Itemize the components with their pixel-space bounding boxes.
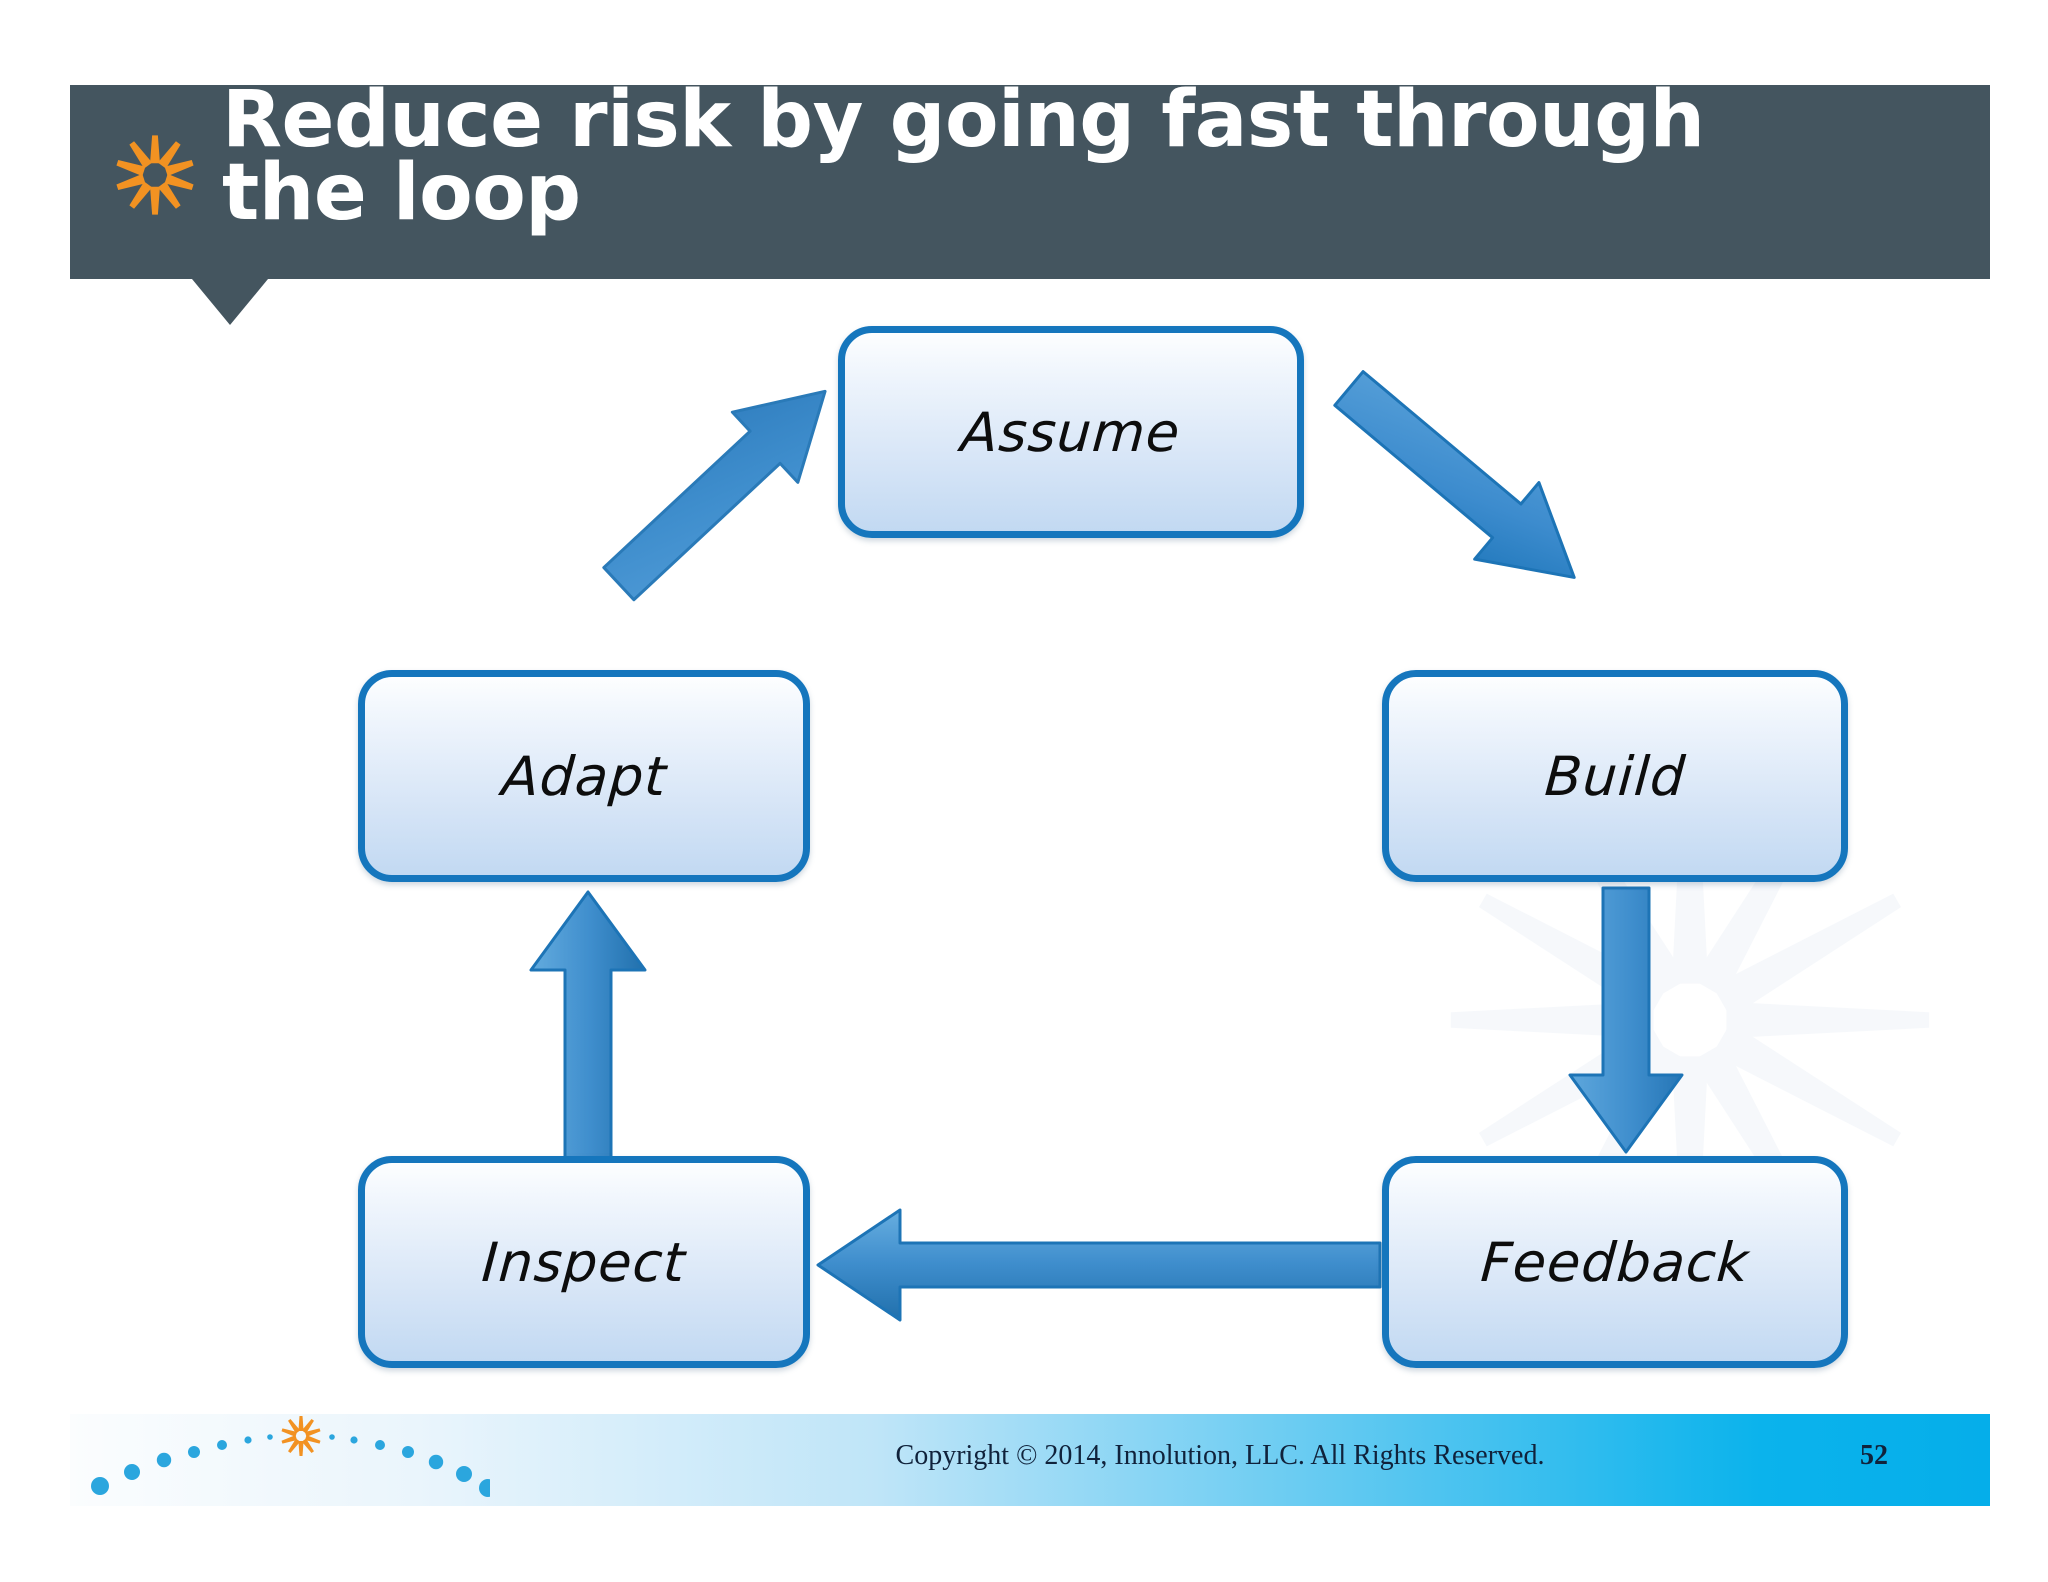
node-feedback[interactable]: Feedback (1382, 1156, 1848, 1368)
node-assume-label: Assume (959, 400, 1183, 464)
node-inspect-label: Inspect (479, 1230, 689, 1294)
node-adapt[interactable]: Adapt (358, 670, 810, 882)
footer-dot-arc (70, 1414, 497, 1506)
arrow-feedback-to-inspect (800, 1200, 1400, 1330)
page-number: 52 (1860, 1440, 1888, 1471)
copyright-text: Copyright © 2014, Innolution, LLC. All R… (895, 1440, 1545, 1471)
starburst-icon (110, 130, 200, 220)
title-bar (70, 85, 1990, 279)
title-bar-notch (192, 279, 268, 325)
node-build-label: Build (1542, 744, 1688, 808)
arrow-assume-to-build (1290, 340, 1650, 640)
page-title: Reduce risk by going fast through the lo… (222, 75, 1705, 239)
node-inspect[interactable]: Inspect (358, 1156, 810, 1368)
footer-bar: Copyright © 2014, Innolution, LLC. All R… (70, 1414, 1990, 1506)
node-assume[interactable]: Assume (838, 326, 1304, 538)
cycle-diagram: Assume Build Feedback Inspect Adapt (0, 280, 2048, 1380)
arrow-adapt-to-assume (560, 340, 900, 620)
arrow-inspect-to-adapt (512, 878, 672, 1168)
node-build[interactable]: Build (1382, 670, 1848, 882)
arrow-build-to-feedback (1556, 880, 1696, 1165)
node-adapt-label: Adapt (499, 744, 669, 808)
node-feedback-label: Feedback (1478, 1230, 1752, 1294)
